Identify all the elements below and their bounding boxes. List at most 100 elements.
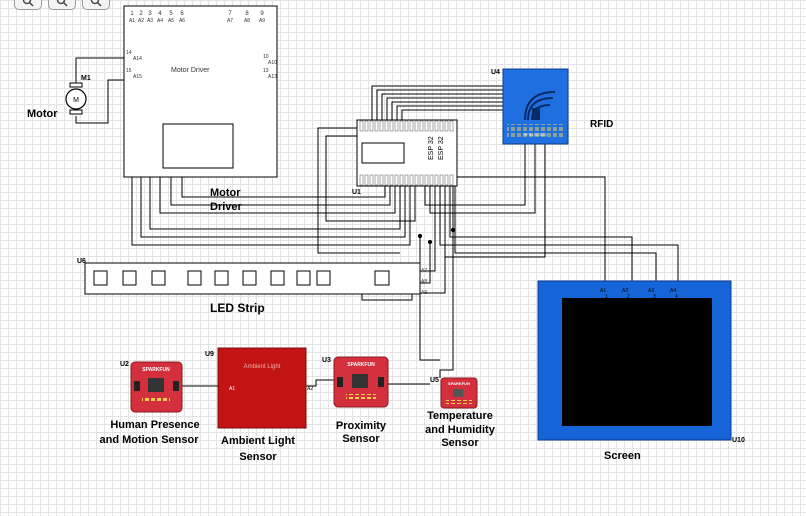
wire [75,79,124,124]
ambient-light-sensor[interactable]: Ambient Light A1 A2 [217,347,313,429]
motor-driver-pin-label: A1 [129,18,135,24]
esp32-chip [361,142,405,164]
esp32-top-pin [424,120,429,132]
motor-driver-pin-label: A14 [133,56,142,62]
motor-driver-pin-label: A9 [259,18,265,24]
motor-driver-pin-number: 1 [130,11,134,17]
ambient-sensor-ref: U9 [205,351,214,358]
esp32-top-pin [364,120,369,132]
motor-driver-pin-label: A15 [133,74,142,80]
zoom-toolbar [14,0,110,10]
temp-sensor-brand: SPARKFUN [448,381,470,386]
esp32-bottom-pin [384,174,389,186]
motor[interactable]: M1 M [65,75,91,115]
esp32-top-pin [429,120,434,132]
wire [420,242,431,284]
led-strip-ref: U6 [77,258,86,265]
esp32-top-pin [419,120,424,132]
esp32-top-pin [379,120,384,132]
motor-driver-pin-label: A6 [179,18,185,24]
zoom-fit-button[interactable] [82,0,110,10]
rfid-module[interactable]: RFID-RC522 [502,68,569,145]
esp32-top-pin [414,120,419,132]
screen-pin-number: 4 [675,294,678,300]
esp32-bottom-pin [399,174,404,186]
motor-driver-pin-number: 8 [245,11,249,17]
screen-ref: U10 [732,437,745,444]
temp-sensor-label-line1: Temperature [427,410,493,422]
zoom-out-button[interactable] [48,0,76,10]
zoom-in-icon [22,0,34,7]
screen-pin-label: A2 [622,288,628,294]
temperature-humidity-sensor[interactable]: SPARKFUN [440,377,478,409]
esp32-top-pin [409,120,414,132]
led-cell [316,270,331,286]
proximity-sensor-label-line2: Sensor [342,433,380,445]
rfid-chip-text: RFID-RC522 [523,132,547,137]
motor-driver-pin-number: 5 [169,11,173,17]
screen-pin-label: A1 [600,288,606,294]
led-cell [270,270,285,286]
wire [454,186,657,283]
esp32-top-pin [394,120,399,132]
motor-driver-pin-number: 10 [263,54,269,60]
screen-pin-label: A3 [648,288,654,294]
screen-panel [562,298,712,426]
led-cell [214,270,229,286]
proximity-sensor[interactable]: SPARKFUN [333,356,389,408]
proximity-sensor-ref: U3 [322,357,331,364]
esp32-top-pin [374,120,379,132]
motor-driver-pin-number: 15 [126,68,132,74]
esp32-top-pin [369,120,374,132]
wire [424,144,526,206]
led-strip-pin-label: A8 [421,279,427,285]
esp32-bottom-pin [429,174,434,186]
esp32-top-pin [404,120,409,132]
esp32-bottom-pins [359,174,454,186]
ambient-pin-right: A2 [307,386,313,392]
wire [371,85,503,120]
esp32-bottom-pin [434,174,439,186]
wire [439,186,679,283]
esp32-top-pins [359,120,454,132]
motor-driver-chip [162,123,234,169]
wire [419,176,606,283]
proximity-sensor-label-line1: Proximity [336,420,387,432]
led-strip-label: LED Strip [210,301,265,315]
wire [306,379,334,387]
motor-driver-pin-label: A4 [157,18,163,24]
zoom-in-button[interactable] [14,0,42,10]
human-sensor-label-line2: and Motion Sensor [100,434,200,446]
motor-symbol-letter: M [73,97,79,104]
zoom-fit-icon [90,0,102,7]
esp32-board[interactable]: ESP 32 ESP 32 [356,119,458,187]
motor-driver-pin-label: A8 [244,18,250,24]
motor-driver-pin-label: A13 [268,74,277,80]
esp32-bottom-pin [364,174,369,186]
esp32-bottom-pin [369,174,374,186]
screen-label: Screen [604,450,641,462]
motor-driver-caption-line1: Motor [210,187,241,199]
esp32-bottom-pin [419,174,424,186]
esp32-bottom-pin [424,174,429,186]
led-cell [374,270,390,286]
wire [420,240,446,294]
wire [376,89,503,120]
temp-sensor-label-line2: and Humidity [425,424,496,436]
human-sensor-brand: SPARKFUN [142,367,170,373]
esp32-top-pin [389,120,394,132]
human-sensor-label-line1: Human Presence [110,419,199,431]
wire [449,186,633,283]
led-cell [242,270,257,286]
screen-pin-label: A4 [670,288,676,294]
screen-pin-number: 1 [605,294,608,300]
led-cell [296,270,311,286]
temp-sensor-ref: U5 [430,377,439,384]
human-presence-sensor[interactable]: SPARKFUN [130,361,183,413]
motor-driver-pin-label: A2 [138,18,144,24]
